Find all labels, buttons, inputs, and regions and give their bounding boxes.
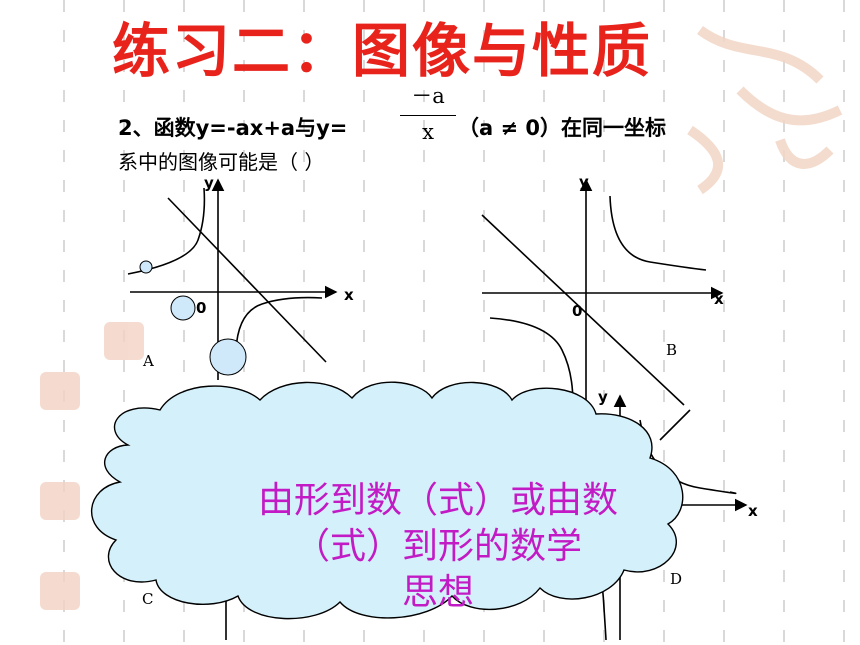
cloud-text-line-1: 由形到数（式）或由数 bbox=[257, 480, 618, 521]
graph-a-origin: 0 bbox=[196, 299, 206, 317]
fraction-numerator: －a bbox=[411, 84, 445, 108]
option-a-label: A bbox=[142, 352, 154, 370]
graph-a-y-label: y bbox=[204, 174, 214, 192]
graph-a-hyperbola-upper bbox=[127, 187, 206, 275]
question-prefix: 2、函数y=-ax+a与y= bbox=[118, 116, 348, 140]
option-b-label: B bbox=[666, 341, 677, 359]
cloud-text-line-3: 思想 bbox=[401, 572, 474, 613]
graph-b-line bbox=[481, 214, 685, 406]
question-suffix: （a ≠ 0）在同一坐标 bbox=[458, 116, 666, 140]
fraction-denominator: x bbox=[422, 120, 434, 144]
graph-b-origin: 0 bbox=[572, 302, 582, 320]
graph-a-x-label: x bbox=[344, 286, 354, 304]
graph-a-line bbox=[167, 197, 327, 363]
graph-b bbox=[481, 178, 724, 421]
option-c-label: C bbox=[142, 590, 153, 608]
option-d-label: D bbox=[670, 570, 682, 588]
bubble-2 bbox=[170, 295, 196, 321]
calligraphy-watermark bbox=[687, 25, 843, 195]
bubble-3 bbox=[209, 338, 247, 376]
fraction-bar bbox=[400, 115, 456, 116]
graph-b-y-label: y bbox=[579, 173, 589, 191]
cloud-text: 由形到数（式）或由数 （式）到形的数学 思想 bbox=[188, 478, 688, 616]
question-line-2: 系中的图像可能是（ ） bbox=[118, 150, 325, 174]
bubble-1 bbox=[139, 260, 153, 274]
graph-d-y-label: y bbox=[598, 388, 608, 406]
page-title: 练习二：图像与性质 bbox=[112, 17, 653, 85]
graph-b-x-label: x bbox=[714, 290, 724, 308]
cloud-callout bbox=[90, 381, 684, 620]
graph-d-line bbox=[659, 409, 691, 441]
fraction: －a x bbox=[400, 80, 456, 144]
seal-stamp-decoration bbox=[40, 322, 144, 610]
graph-b-hyperbola-upper bbox=[609, 195, 707, 271]
graph-a-hyperbola-lower bbox=[235, 296, 323, 351]
question-line-1: 2、函数y=-ax+a与y= （a ≠ 0）在同一坐标 bbox=[118, 112, 666, 142]
graph-d-x-label: x bbox=[748, 502, 758, 520]
cloud-text-line-2: （式）到形的数学 bbox=[293, 526, 582, 567]
